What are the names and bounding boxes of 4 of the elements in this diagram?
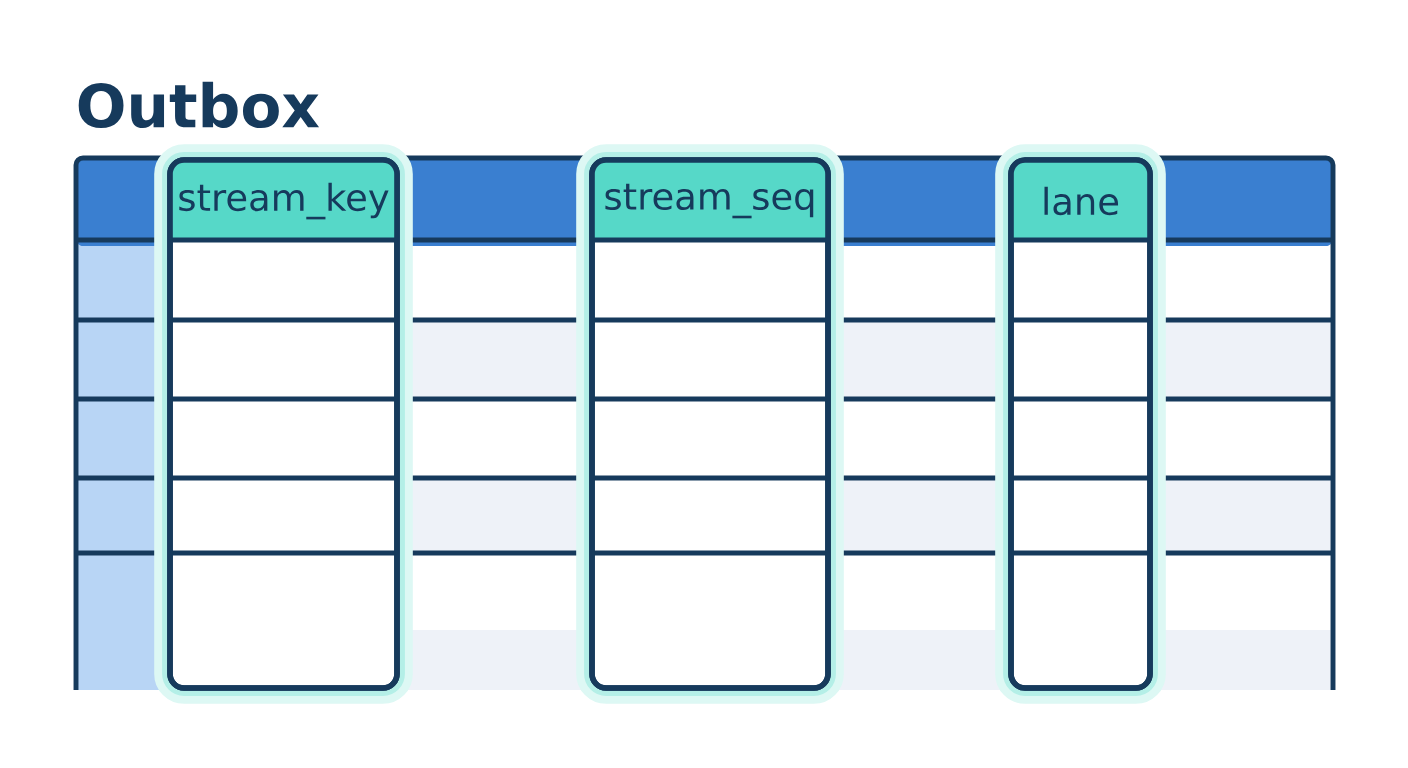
highlighted-column: stream_key	[154, 144, 413, 704]
highlighted-column: stream_seq	[576, 144, 844, 704]
highlighted-column: lane	[995, 144, 1166, 704]
title: Outbox	[78, 81, 320, 129]
